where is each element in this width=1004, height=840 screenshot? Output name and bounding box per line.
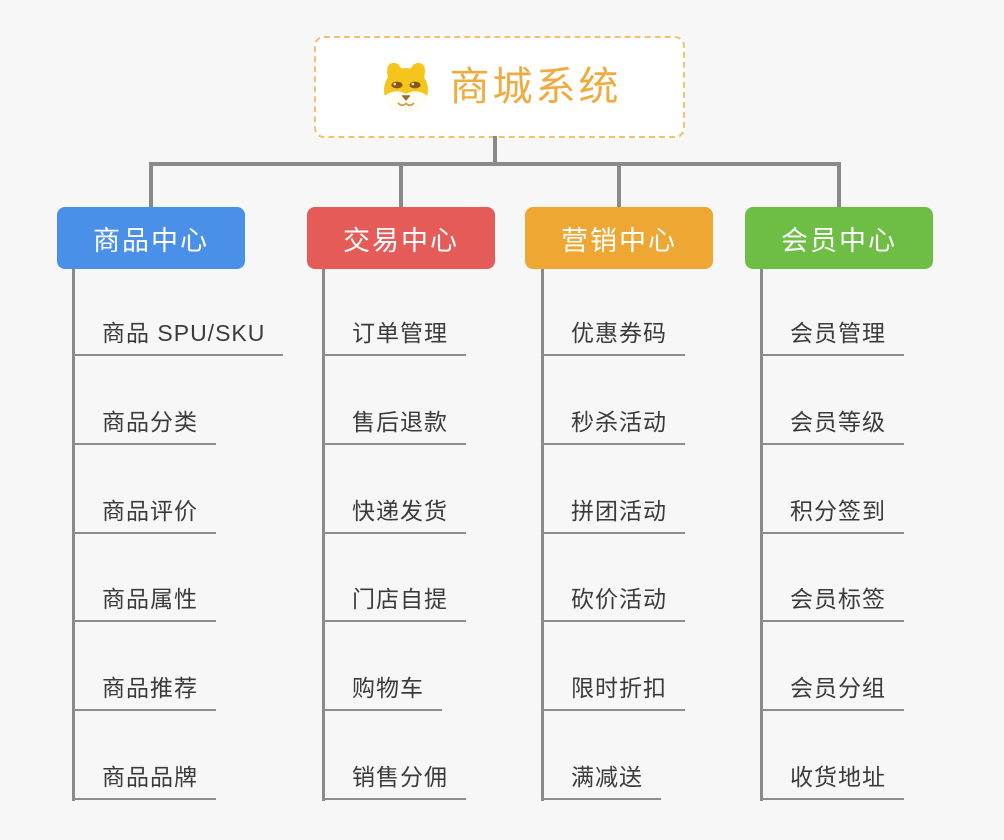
- leaf-node[interactable]: 会员分组: [760, 676, 904, 711]
- connector-trunk: [72, 269, 75, 801]
- root-title: 商城系统: [449, 65, 622, 109]
- root-node[interactable]: 商城系统: [314, 36, 685, 138]
- leaf-node[interactable]: 满减送: [541, 765, 661, 800]
- connector-branch-stem: [149, 164, 153, 208]
- leaf-node[interactable]: 售后退款: [322, 410, 466, 445]
- leaf-node[interactable]: 商品分类: [72, 410, 216, 445]
- leaf-node[interactable]: 秒杀活动: [541, 410, 685, 445]
- leaf-node[interactable]: 销售分佣: [322, 765, 466, 800]
- connector-trunk: [541, 269, 544, 801]
- branch-node-product-center[interactable]: 商品中心: [57, 207, 245, 269]
- leaf-node[interactable]: 门店自提: [322, 587, 466, 622]
- leaf-node[interactable]: 限时折扣: [541, 676, 685, 711]
- connector-branch-stem: [617, 164, 621, 208]
- leaf-node[interactable]: 积分签到: [760, 499, 904, 534]
- dog-face-icon: [378, 60, 434, 114]
- connector-horizontal-bar: [149, 162, 841, 166]
- branch-node-marketing-center[interactable]: 营销中心: [525, 207, 713, 269]
- leaf-node[interactable]: 拼团活动: [541, 499, 685, 534]
- leaf-node[interactable]: 购物车: [322, 676, 442, 711]
- leaf-node[interactable]: 优惠券码: [541, 321, 685, 356]
- connector-branch-stem: [837, 164, 841, 208]
- leaf-node[interactable]: 会员管理: [760, 321, 904, 356]
- branch-node-trade-center[interactable]: 交易中心: [307, 207, 495, 269]
- leaf-node[interactable]: 会员标签: [760, 587, 904, 622]
- connector-root-stem: [493, 136, 497, 164]
- leaf-node[interactable]: 砍价活动: [541, 587, 685, 622]
- leaf-node[interactable]: 商品品牌: [72, 765, 216, 800]
- leaf-node[interactable]: 商品 SPU/SKU: [72, 321, 284, 356]
- leaf-node[interactable]: 收货地址: [760, 765, 904, 800]
- connector-branch-stem: [399, 164, 403, 208]
- leaf-node[interactable]: 快递发货: [322, 499, 466, 534]
- branch-node-member-center[interactable]: 会员中心: [745, 207, 933, 269]
- leaf-node[interactable]: 商品属性: [72, 587, 216, 622]
- leaf-node[interactable]: 会员等级: [760, 410, 904, 445]
- leaf-node[interactable]: 订单管理: [322, 321, 466, 356]
- leaf-node[interactable]: 商品评价: [72, 499, 216, 534]
- leaf-node[interactable]: 商品推荐: [72, 676, 216, 711]
- connector-trunk: [760, 269, 763, 801]
- connector-trunk: [322, 269, 325, 801]
